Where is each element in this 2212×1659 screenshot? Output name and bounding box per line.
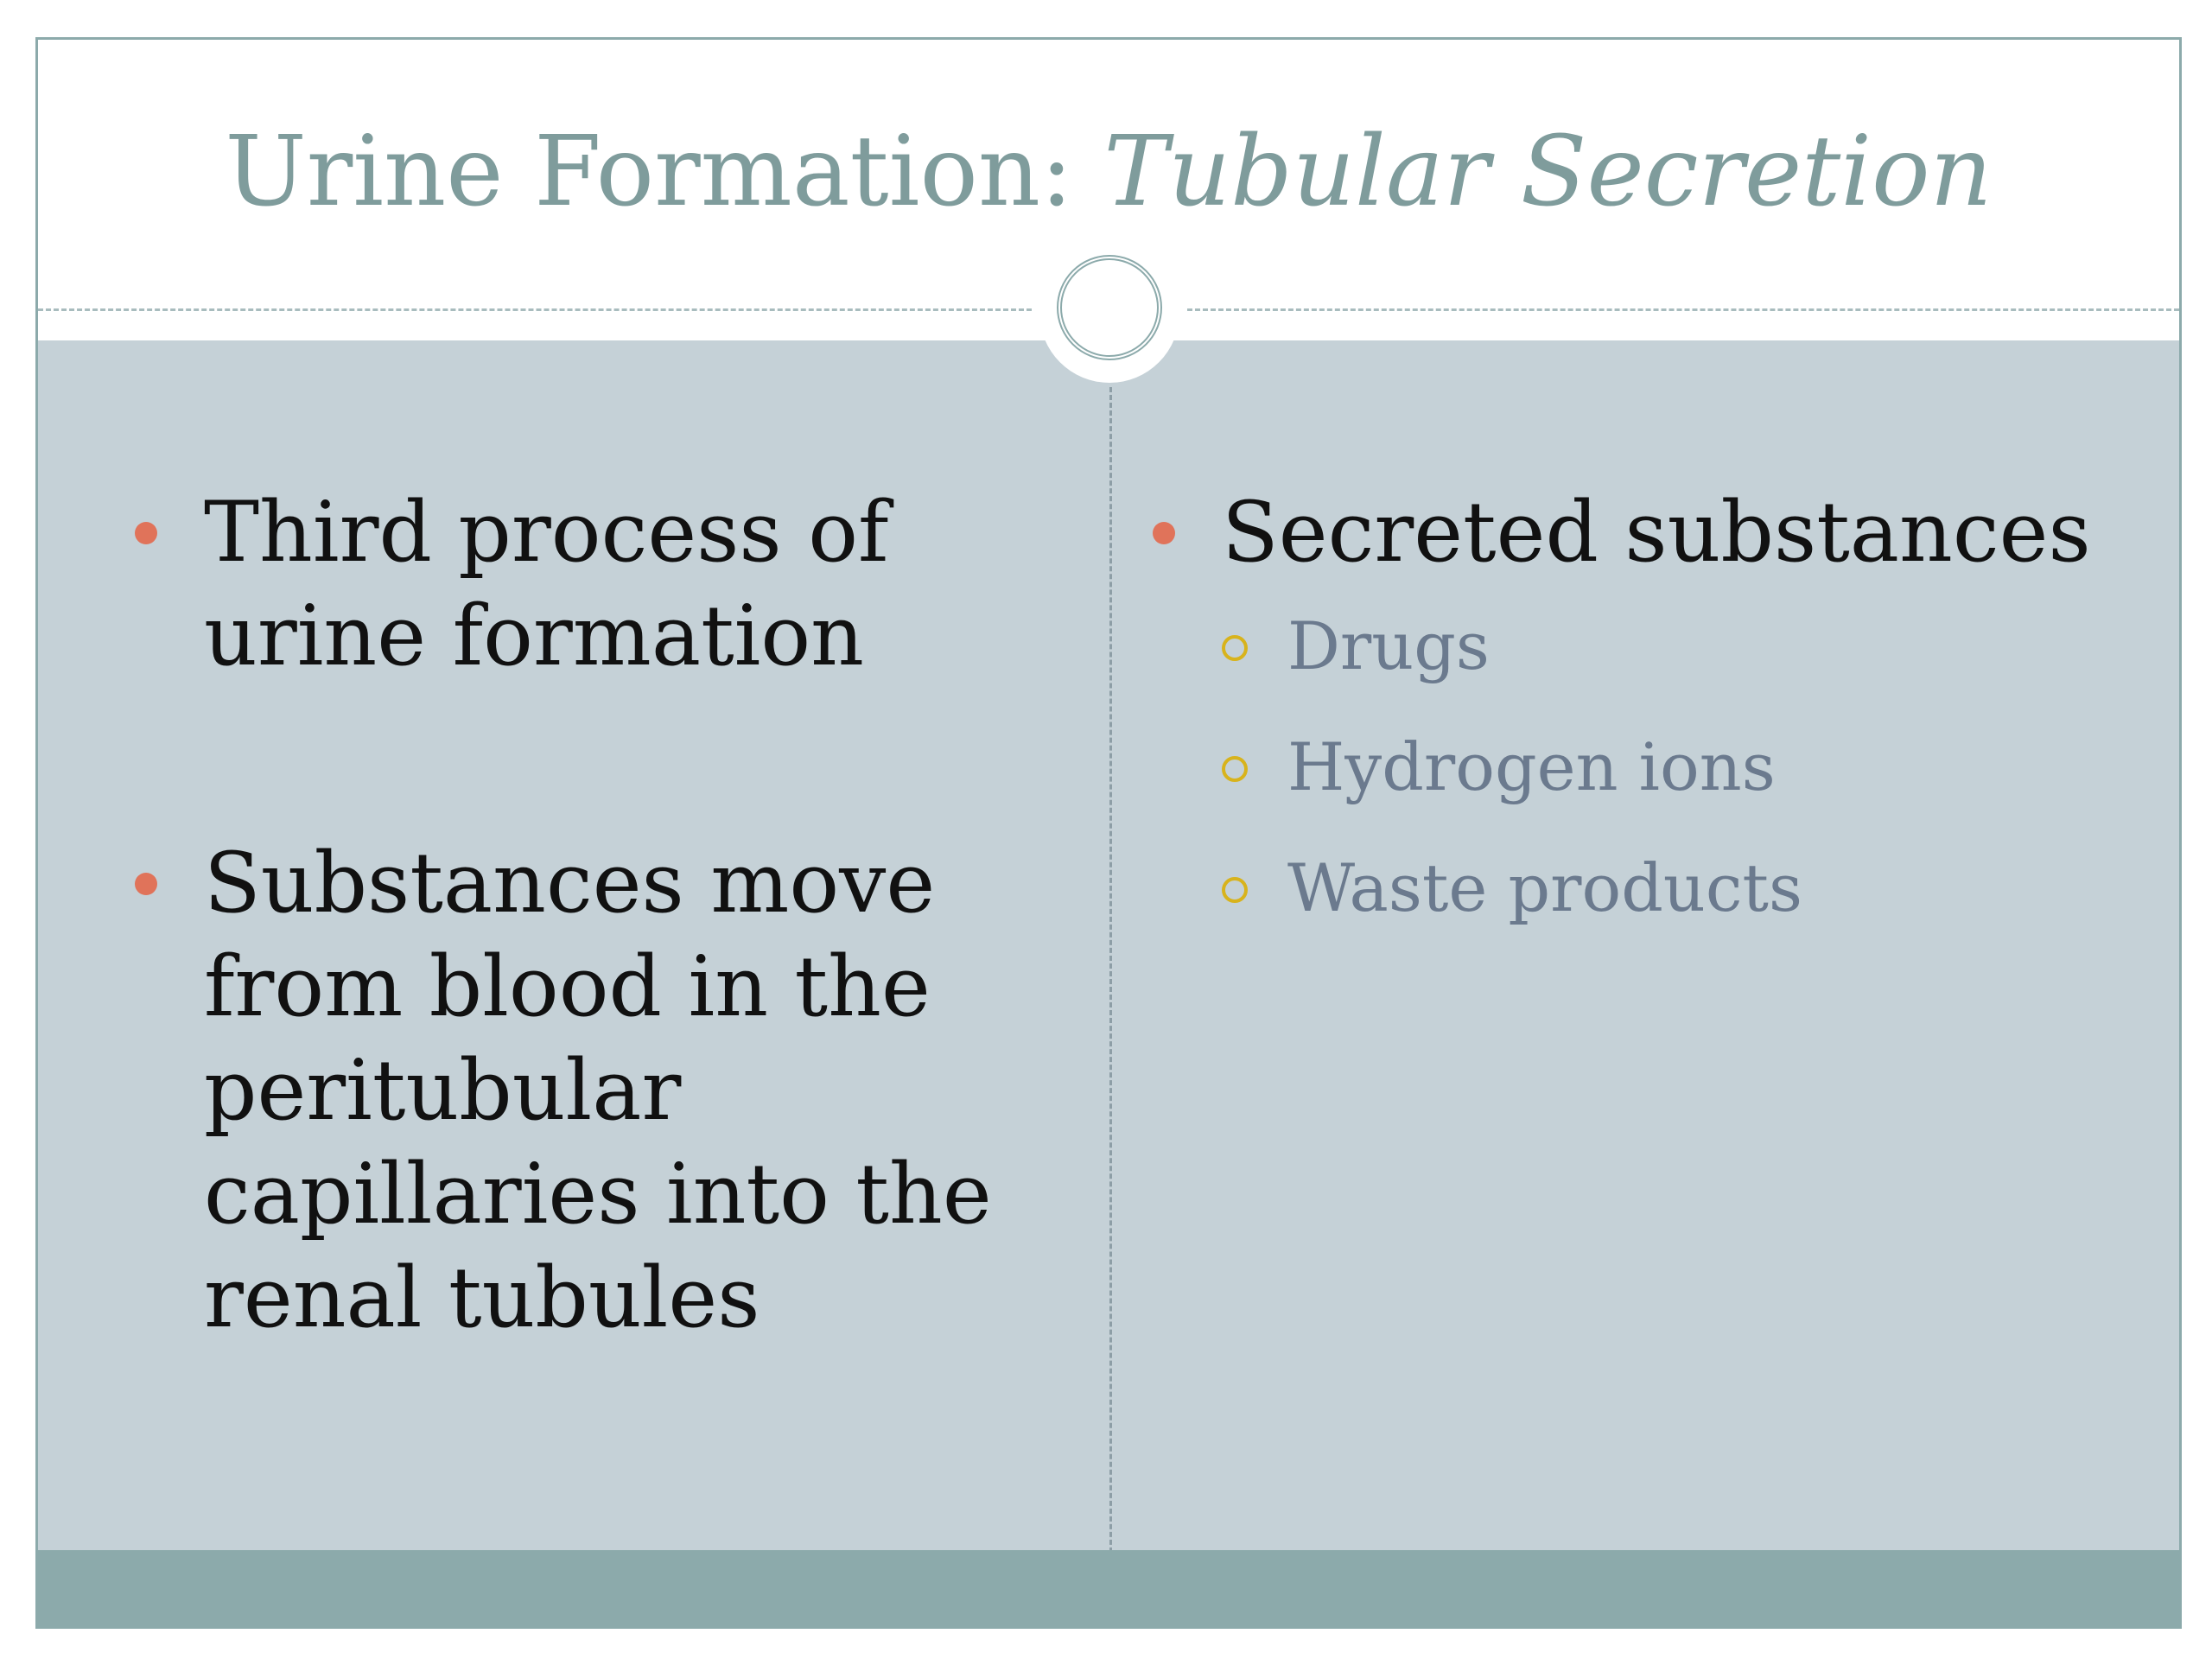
title-divider-left (38, 308, 1032, 311)
footer-band (38, 1550, 2179, 1626)
slide-title-plain: Urine Formation: (225, 116, 1104, 228)
sub-bullet-text: Drugs (1287, 607, 1490, 684)
bullet-dot-icon (135, 873, 157, 895)
sub-bullet-item: Waste products (1222, 845, 2146, 931)
slide-title: Urine Formation: Tubular Secretion (38, 114, 2179, 230)
ring-bullet-icon (1222, 635, 1248, 661)
bullet-text: Third process of urine formation (204, 484, 889, 684)
ring-bullet-icon (1222, 877, 1248, 903)
title-divider-right (1187, 308, 2179, 311)
sub-bullet-text: Waste products (1287, 849, 1802, 926)
right-column: Secreted substances Drugs Hydrogen ions … (1153, 480, 2146, 966)
bullet-text: Substances move from blood in the peritu… (204, 835, 992, 1346)
ring-bullet-icon (1222, 756, 1248, 782)
bullet-item: Substances move from blood in the peritu… (135, 831, 1094, 1350)
slide-title-italic: Tubular Secretion (1103, 116, 1993, 228)
sub-bullet-text: Hydrogen ions (1287, 728, 1776, 805)
sub-bullet-item: Hydrogen ions (1222, 724, 2146, 810)
column-divider (1109, 387, 1112, 1592)
circle-ornament-icon (1057, 255, 1162, 360)
bullet-item: Third process of urine formation (135, 480, 1094, 688)
sub-bullet-list: Drugs Hydrogen ions Waste products (1153, 603, 2146, 931)
sub-bullet-item: Drugs (1222, 603, 2146, 690)
slide: Urine Formation: Tubular Secretion Third… (35, 37, 2182, 1629)
bullet-dot-icon (1153, 522, 1175, 544)
bullet-dot-icon (135, 522, 157, 544)
left-column: Third process of urine formation Substan… (135, 480, 1094, 1350)
bullet-text: Secreted substances (1222, 484, 2091, 581)
bullet-item: Secreted substances (1153, 480, 2146, 584)
